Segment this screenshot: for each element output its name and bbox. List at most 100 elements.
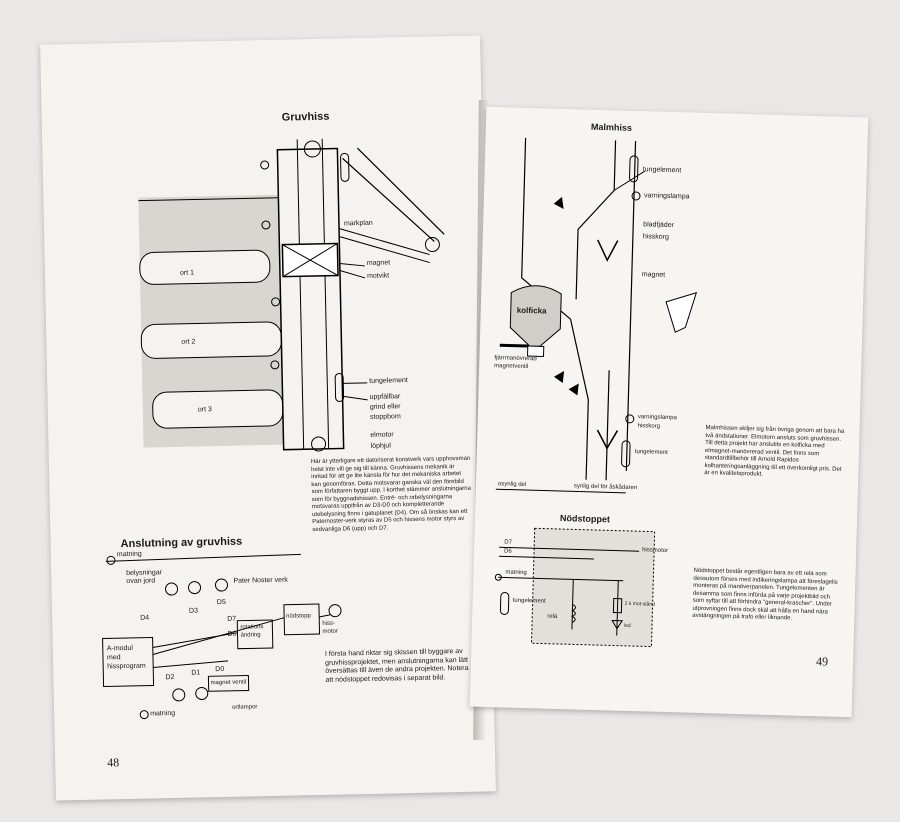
paragraph-anslutning: I första hand riktar sig skissen till by… <box>324 647 469 684</box>
label-tungelement: tungelement <box>369 377 408 385</box>
tungelement-symbol <box>499 591 510 615</box>
circuit-pater: Pater Noster verk <box>233 576 288 585</box>
lamp-icon <box>270 360 280 370</box>
circuit-d0: D0 <box>215 665 225 674</box>
lamp-icon <box>271 297 281 307</box>
paragraph-malmhiss: Malmhissen skiljer sig från övriga genom… <box>704 425 845 478</box>
circuit-d3: D3 <box>188 607 199 615</box>
circuit-hissprogram: hissprogram <box>107 662 146 671</box>
circuit-amodul: A-modul <box>106 644 133 653</box>
label-ort3: ort 3 <box>197 406 212 414</box>
label-hisskorg: hisskorg <box>642 233 670 241</box>
nodstoppet-box <box>530 527 656 648</box>
label-stoppbom: stoppbom <box>369 413 401 421</box>
magnet-bucket <box>665 291 698 333</box>
nod-matning: matning <box>505 569 527 577</box>
label-lophjul: löphjul <box>370 442 391 450</box>
label-varningslampa: varningslampa <box>643 192 690 201</box>
circuit-matning-2: matning <box>150 710 176 718</box>
a-modul-box <box>102 636 155 688</box>
paragraph-nodstoppet: Nödstoppet består egentligen bara av ett… <box>692 567 838 622</box>
tungelement-symbol <box>334 373 345 402</box>
circuit-d2: D2 <box>165 674 175 682</box>
right-page: Malmhiss tungelement varningslampa bladf… <box>469 106 869 718</box>
ort-1-tunnel <box>139 249 271 285</box>
bottom-wheel <box>311 436 327 452</box>
label-kolficka: kolficka <box>516 305 547 316</box>
label-tungelement: tungelement <box>642 166 682 175</box>
circuit-andring: ändring <box>240 632 261 639</box>
circuit-belysningar: belysningar <box>126 569 163 578</box>
matning-terminal <box>139 710 149 720</box>
left-page: Gruvhiss markplan ort 1 ort 2 ort 3 magn… <box>40 35 496 801</box>
gruvhiss-title: Gruvhiss <box>281 110 330 124</box>
nod-d7: D7 <box>504 539 513 546</box>
label-fjarr: fjärrmanövrerad <box>494 355 537 363</box>
circuit-motor: motor <box>322 628 338 635</box>
varningslampa-icon <box>631 191 641 201</box>
conveyor-wheel <box>424 237 440 253</box>
lamp-icon <box>165 582 179 596</box>
rotation-box <box>236 619 274 650</box>
lamp-icon <box>261 220 271 230</box>
malmhiss-title: Malmhiss <box>590 121 633 133</box>
circuit-d4: D4 <box>140 614 150 622</box>
nod-tungelement: tungelement <box>512 597 546 605</box>
circuit-rotation: rotations <box>240 624 264 631</box>
label-markplan: markplan <box>343 219 373 228</box>
paragraph-gruvhiss: Här är ytterligare ett datoriserat konst… <box>310 455 472 533</box>
ort-2-tunnel <box>140 321 282 359</box>
lamp-icon <box>172 688 186 702</box>
varningslampa-icon <box>625 414 635 424</box>
label-varningslampa-2: varningslampa <box>637 414 677 422</box>
nod-rela: relä <box>547 613 558 620</box>
page-number-48: 48 <box>107 755 120 770</box>
elevator-shaft <box>276 147 345 451</box>
motor-icon <box>214 578 228 592</box>
nod-led: led <box>623 622 631 630</box>
label-elmotor: elmotor <box>370 431 394 439</box>
tungelement-symbol <box>629 155 639 183</box>
circuit-d7: D7 <box>227 615 237 623</box>
kolficka-hopper <box>509 285 562 347</box>
magnetventil-box <box>207 674 250 692</box>
circuit-nodstopp: nödstopp <box>286 613 311 620</box>
magnetventil-symbol <box>526 345 545 357</box>
page-number-49: 49 <box>815 654 829 669</box>
matning-terminal <box>494 573 502 581</box>
label-magnet: magnet <box>366 259 391 267</box>
rela-coil <box>571 603 576 623</box>
lamp-icon <box>195 686 209 700</box>
circuit-d1: D1 <box>191 669 201 677</box>
tungelement-symbol <box>340 152 350 182</box>
circuit-d5: D5 <box>216 598 226 607</box>
label-tungelement-2: tungelement <box>634 449 668 456</box>
nodstoppet-title: Nödstoppet <box>559 512 611 525</box>
matning-terminal <box>106 555 116 565</box>
nod-motstand: 2 k mot-stånd <box>624 600 655 608</box>
motor-icon <box>328 604 342 618</box>
circuit-hiss: hiss- <box>322 620 336 627</box>
anslutning-title: Anslutning av gruvhiss <box>120 535 243 551</box>
tungelement-symbol <box>621 440 631 468</box>
gruvhiss-diagram <box>102 138 445 720</box>
lamp-icon <box>260 160 270 170</box>
led-symbol <box>611 619 624 630</box>
ort-3-tunnel <box>152 389 284 429</box>
label-uppfallbar: uppfällbar <box>369 393 401 401</box>
resistor-symbol <box>612 598 623 614</box>
nod-hissmotor: hissmotor <box>642 547 669 555</box>
label-magnet: magnet <box>641 271 666 279</box>
nod-d6: D6 <box>503 548 512 555</box>
top-wheel <box>303 140 321 158</box>
label-grind: grind eller <box>369 403 401 411</box>
circuit-med: med <box>106 654 121 662</box>
circuit-d6: D6 <box>227 630 237 638</box>
malmhiss-diagram <box>494 137 698 648</box>
circuit-ortlampor: ortlampor <box>231 704 258 711</box>
label-magnetventil: magnetventil <box>494 363 529 371</box>
lamp-icon <box>188 581 202 595</box>
label-osynlig: osynlig del <box>497 481 527 489</box>
label-ort1: ort 1 <box>179 269 195 277</box>
